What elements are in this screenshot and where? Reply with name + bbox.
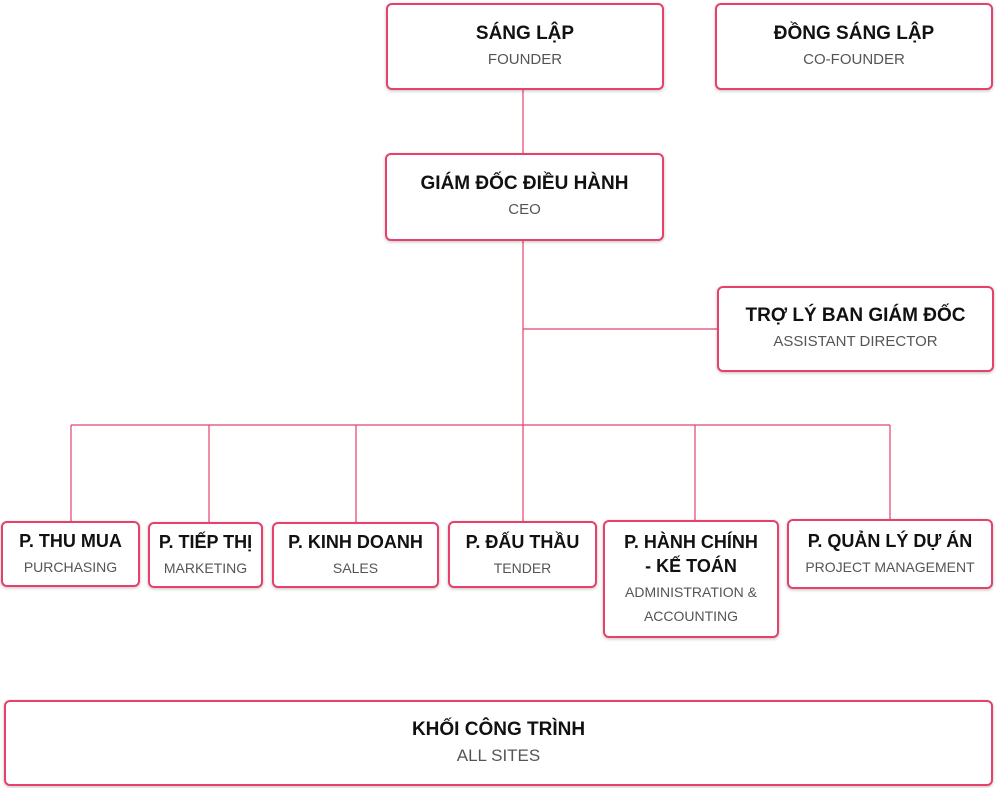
tender-subtitle: TENDER (493, 559, 552, 576)
marketing-title: P. TIẾP THỊ (158, 532, 253, 552)
tender-title: P. ĐẤU THẦU (465, 531, 580, 552)
ceo-subtitle: CEO (508, 201, 541, 218)
project-management-title: P. QUẢN LÝ DỰ ÁN (807, 531, 973, 551)
assistant-director-subtitle: ASSISTANT DIRECTOR (773, 333, 938, 350)
project-management-subtitle: PROJECT MANAGEMENT (805, 559, 975, 575)
all-sites-box: KHỐI CÔNG TRÌNH ALL SITES (4, 700, 993, 786)
cofounder-title: ĐỒNG SÁNG LẬP (773, 22, 935, 44)
purchasing-title: P. THU MUA (19, 531, 122, 551)
marketing-department-box: P. TIẾP THỊ MARKETING (148, 522, 263, 588)
administration-subtitle-line-2: ACCOUNTING (643, 608, 739, 624)
administration-subtitle-line-1: ADMINISTRATION & (625, 584, 757, 600)
marketing-subtitle: MARKETING (163, 560, 248, 576)
assistant-director-box: TRỢ LÝ BAN GIÁM ĐỐC ASSISTANT DIRECTOR (717, 286, 994, 372)
all-sites-subtitle: ALL SITES (456, 746, 541, 765)
project-management-department-box: P. QUẢN LÝ DỰ ÁN PROJECT MANAGEMENT (787, 519, 993, 589)
purchasing-subtitle: PURCHASING (23, 559, 118, 575)
sales-title: P. KINH DOANH (288, 532, 423, 552)
cofounder-box: ĐỒNG SÁNG LẬP CO-FOUNDER (715, 3, 993, 90)
purchasing-department-box: P. THU MUA PURCHASING (1, 521, 140, 587)
ceo-title: GIÁM ĐỐC ĐIỀU HÀNH (420, 173, 629, 194)
administration-accounting-department-box: P. HÀNH CHÍNH - KẾ TOÁN ADMINISTRATION &… (603, 520, 779, 638)
cofounder-subtitle: CO-FOUNDER (803, 50, 905, 68)
founder-box: SÁNG LẬP FOUNDER (386, 3, 664, 90)
administration-title-line-2: - KẾ TOÁN (645, 556, 737, 576)
founder-subtitle: FOUNDER (487, 50, 563, 68)
assistant-director-title: TRỢ LÝ BAN GIÁM ĐỐC (745, 305, 966, 326)
sales-department-box: P. KINH DOANH SALES (272, 522, 439, 588)
founder-title: SÁNG LẬP (475, 22, 575, 44)
ceo-box: GIÁM ĐỐC ĐIỀU HÀNH CEO (385, 153, 664, 241)
tender-department-box: P. ĐẤU THẦU TENDER (448, 521, 597, 588)
administration-title-line-1: P. HÀNH CHÍNH (624, 532, 758, 552)
all-sites-title: KHỐI CÔNG TRÌNH (411, 719, 586, 740)
sales-subtitle: SALES (332, 560, 379, 576)
